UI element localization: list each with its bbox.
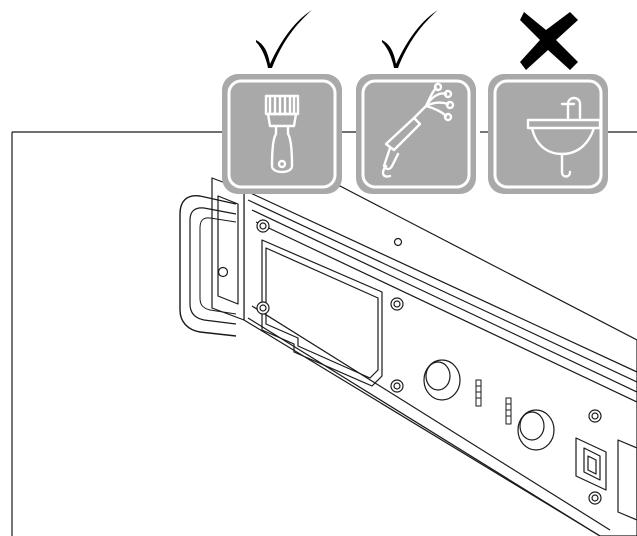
tile-brush <box>222 74 342 194</box>
sink-water-icon <box>526 96 602 178</box>
cross-icon <box>520 12 578 70</box>
check-icon <box>382 10 438 68</box>
tile-sink <box>488 74 608 194</box>
compressed-air-icon <box>381 82 455 178</box>
brush-icon <box>264 94 300 174</box>
check-icon <box>256 10 312 68</box>
tile-compressed-air <box>356 74 476 194</box>
rack-device <box>179 177 637 536</box>
